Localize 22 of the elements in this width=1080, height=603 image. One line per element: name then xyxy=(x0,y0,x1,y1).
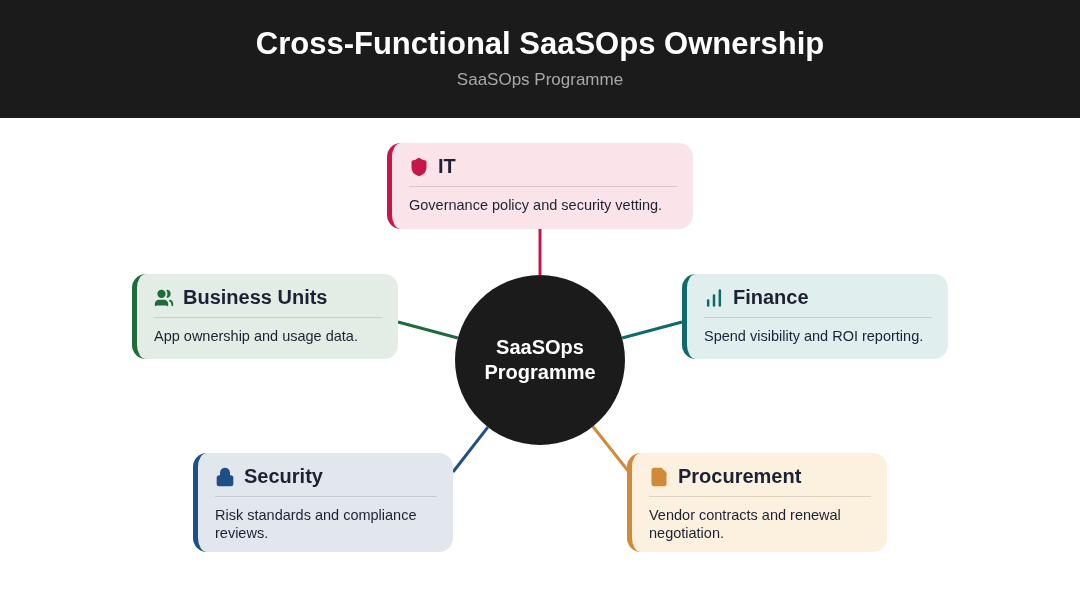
role-card xyxy=(193,453,453,553)
connector-line xyxy=(397,320,459,340)
role-card xyxy=(387,143,693,229)
title: Cross-Functional SaaSOps Ownership xyxy=(254,26,826,62)
connector-line xyxy=(538,229,542,275)
card-description: Vendor contracts and renewal negotiation. xyxy=(649,506,842,543)
card-description: Spend visibility and ROI reporting. xyxy=(704,327,925,346)
connector-line xyxy=(621,320,683,340)
role-card xyxy=(682,274,948,359)
card-heading: Procurement xyxy=(678,465,802,488)
card-heading: Finance xyxy=(733,286,809,309)
role-card xyxy=(627,453,887,553)
card-description: Governance policy and security vetting. xyxy=(409,196,664,215)
hub-label: SaaSOps Programme xyxy=(483,335,597,385)
card-heading: Security xyxy=(244,465,323,488)
card-heading: Business Units xyxy=(183,286,328,309)
card-description: Risk standards and compliance reviews. xyxy=(215,506,418,543)
card-description: App ownership and usage data. xyxy=(154,327,359,346)
card-heading: IT xyxy=(438,155,456,178)
subtitle: SaaSOps Programme xyxy=(455,70,625,90)
connector-line xyxy=(451,426,490,473)
role-card xyxy=(132,274,398,359)
